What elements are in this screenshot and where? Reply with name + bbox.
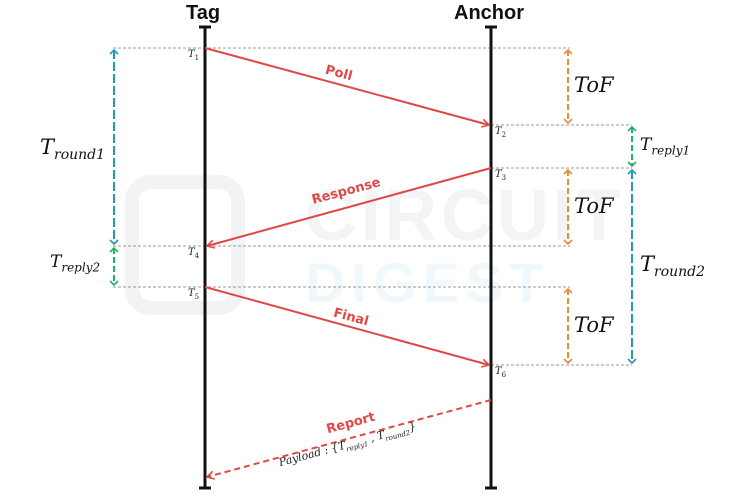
participant-anchor: Anchor — [454, 2, 524, 24]
watermark-text-2: DIGEST — [305, 251, 550, 314]
timestamp-t4: T4 — [188, 247, 200, 260]
tof-label-1: ToF — [574, 73, 614, 97]
timestamp-t1: T1 — [188, 49, 200, 62]
participant-tag: Tag — [186, 2, 221, 24]
t-reply2-label: Treply2 — [50, 252, 101, 275]
tof-label-2: ToF — [574, 194, 614, 218]
timestamp-t3: T3 — [495, 169, 507, 182]
watermark-logo — [125, 175, 245, 315]
report-arrow — [205, 399, 492, 480]
t-round2-label: Tround2 — [640, 252, 706, 281]
lifelines — [199, 25, 497, 490]
tof-label-3: ToF — [574, 313, 614, 337]
response-arrow — [205, 167, 492, 249]
timestamp-t5: T5 — [188, 288, 200, 301]
timestamp-t2: T2 — [495, 126, 507, 139]
poll-arrow — [204, 47, 491, 128]
timestamp-t6: T6 — [495, 366, 507, 379]
t-reply1-label: Treply1 — [640, 135, 691, 158]
final-arrow — [204, 286, 491, 368]
guide-lines — [113, 47, 632, 366]
t-round1-label: Tround1 — [40, 135, 106, 164]
